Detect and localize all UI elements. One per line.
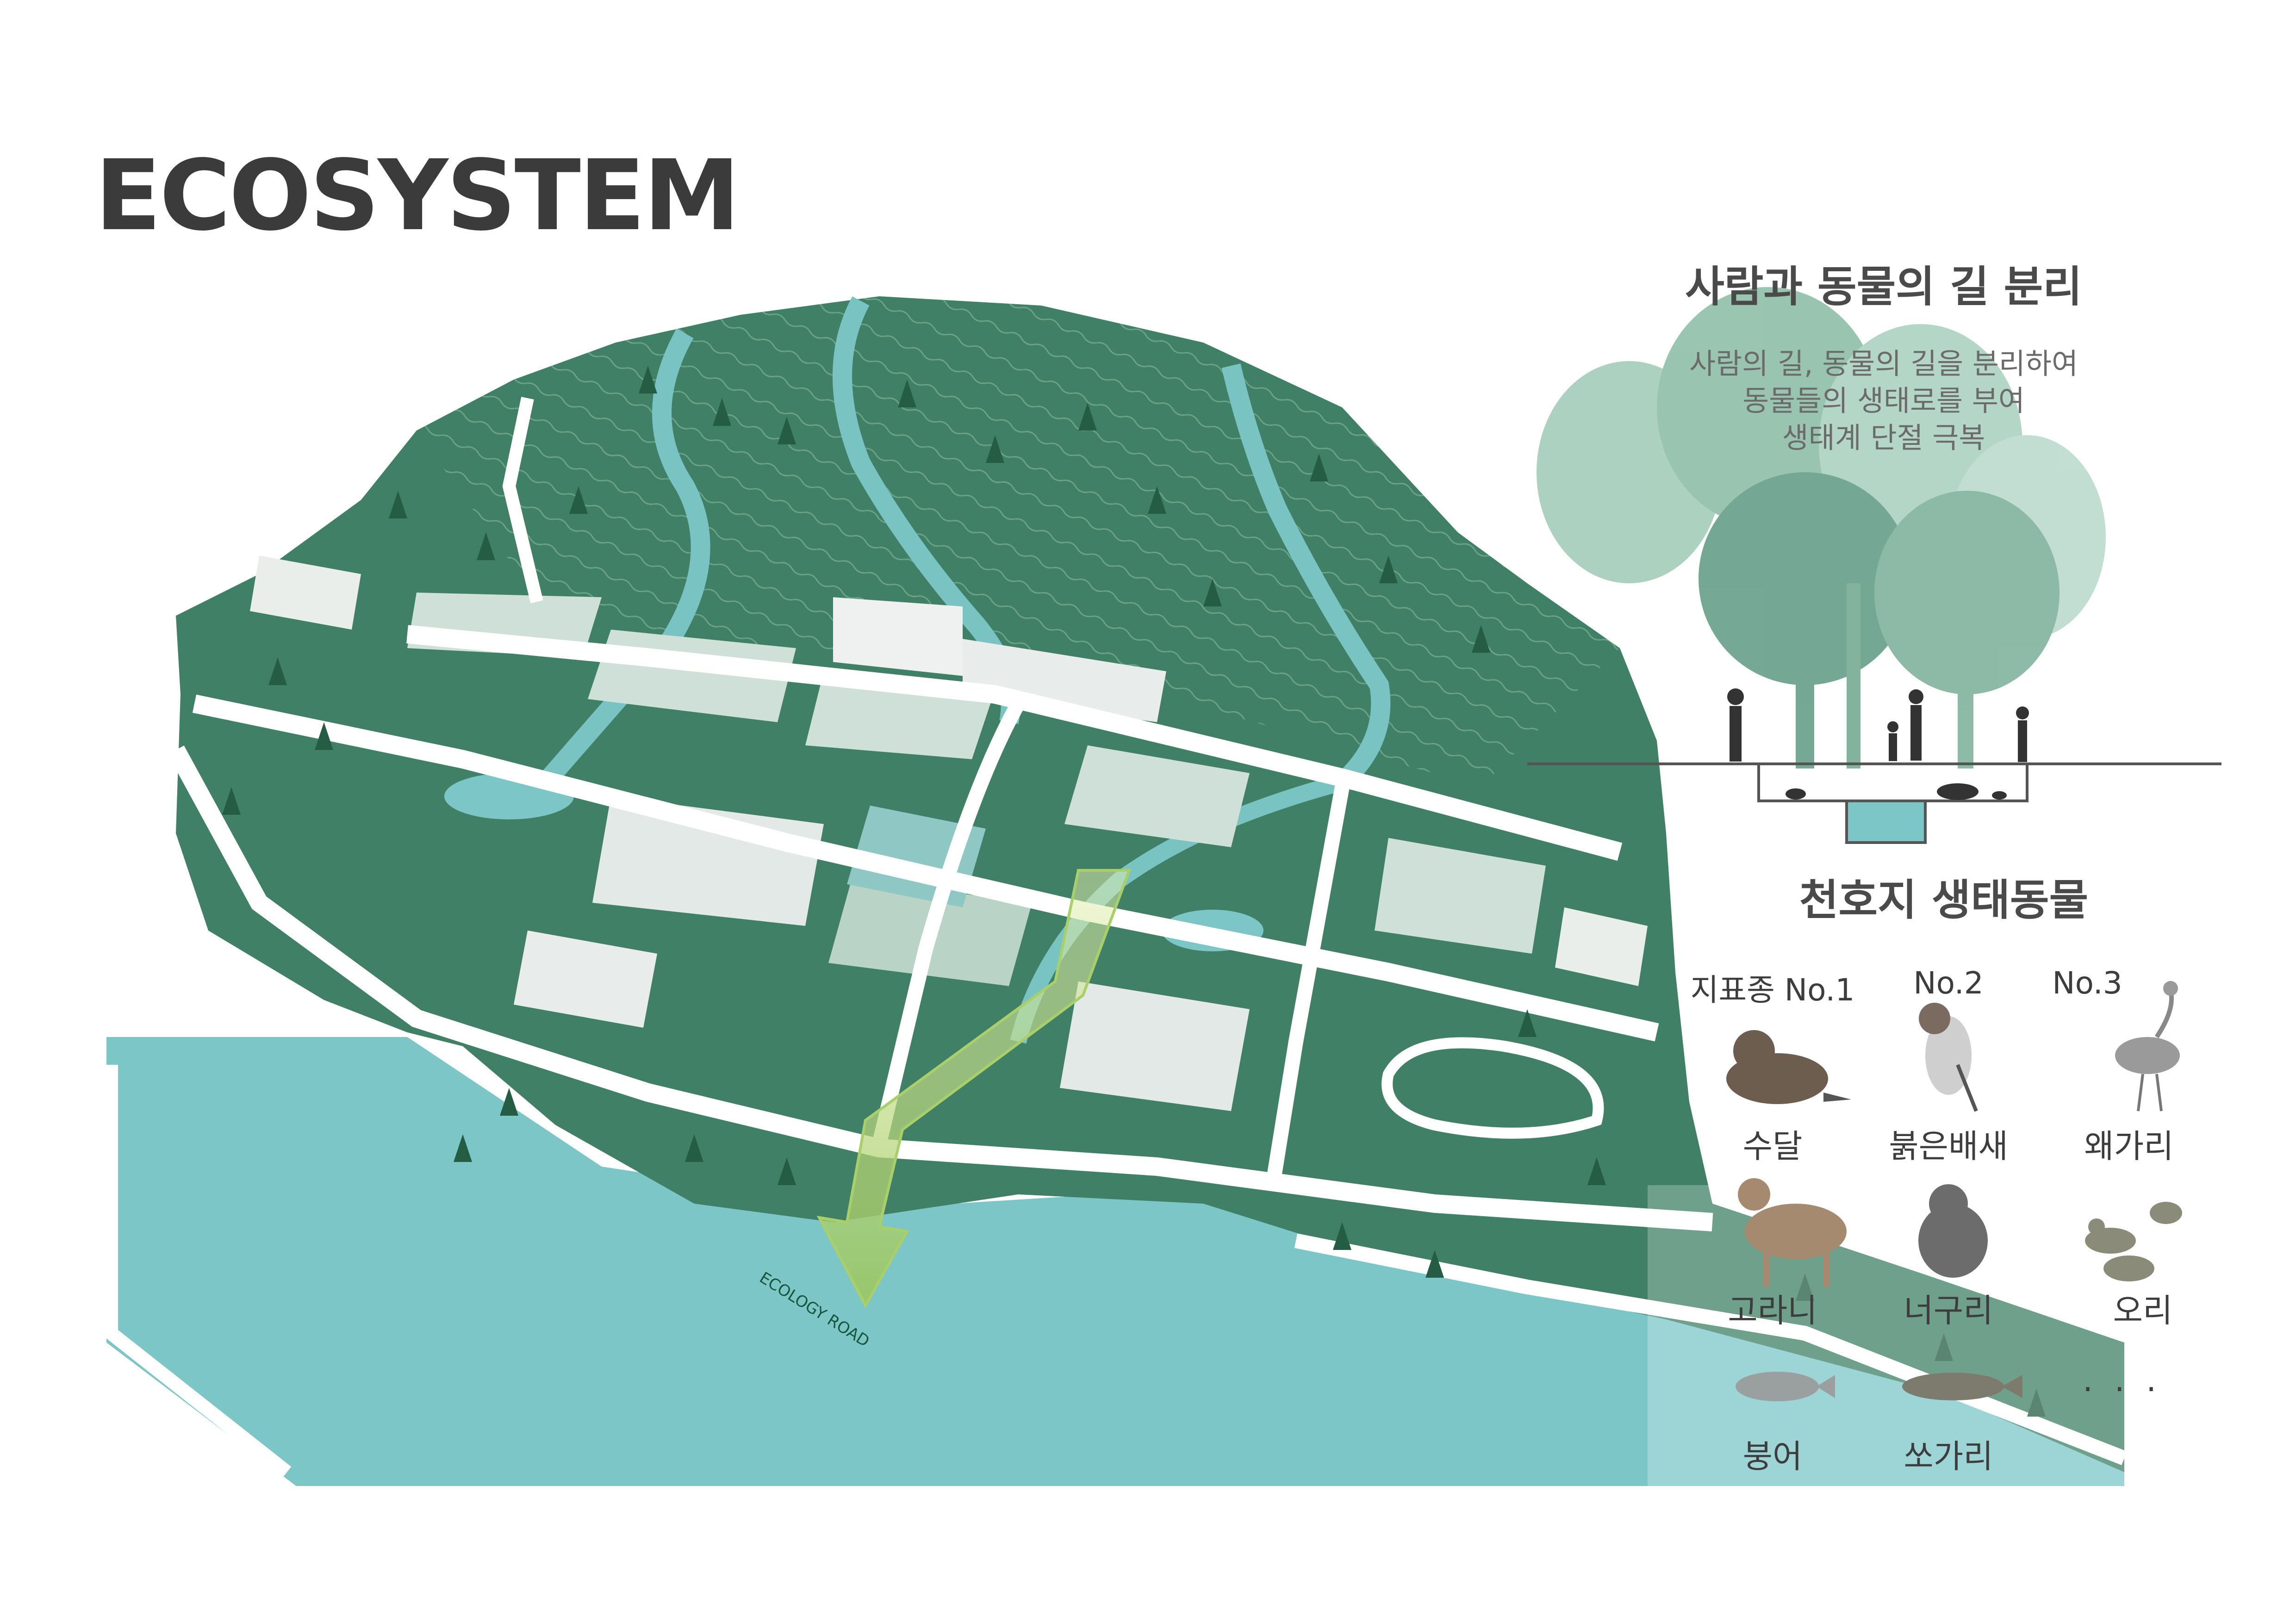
loop-trail [1381, 1037, 1604, 1139]
field-5 [1375, 838, 1546, 954]
separation-desc-line3: 생태계 단절 극복 [1782, 421, 1985, 455]
upper-road [406, 625, 1623, 861]
animal-deer-illustration [1738, 1178, 1847, 1287]
lake [106, 1037, 2124, 1486]
lake-shore-road [104, 1065, 292, 1478]
rank-label-2: No.2 [1913, 965, 1984, 1001]
underpass-water [1845, 800, 1927, 844]
animal-label-deer: 고라니 [1728, 1292, 1817, 1330]
more-animals-ellipsis: . . . [2083, 1361, 2162, 1399]
separation-desc-line1: 사람의 길, 동물의 길을 분리하여 [1689, 347, 2078, 381]
cross-road-2 [1265, 786, 1350, 1187]
animal-raccoon-illustration [1918, 1184, 1988, 1278]
building-south [1060, 981, 1250, 1111]
separation-title: 사람과 동물의 길 분리 [1685, 262, 2082, 312]
animal-mandarin-fish-illustration [1902, 1373, 2022, 1400]
tree-illustration [1537, 287, 2106, 768]
animal-label-kestrel: 붉은배새 [1889, 1127, 2008, 1165]
building-west [514, 931, 657, 1028]
separation-desc-line2: 동물들의 생태로를 부여 [1742, 384, 2025, 418]
houses-east [1555, 907, 1648, 986]
animal-label-raccoon: 너구리 [1904, 1292, 1993, 1330]
animal-duck-illustration [2085, 1202, 2182, 1281]
main-road [192, 694, 1659, 1042]
animal-label-mandarin-fish: 쏘가리 [1904, 1437, 1993, 1475]
rank-label-3: No.3 [2052, 965, 2122, 1001]
river-east [1221, 363, 1391, 790]
animal-label-carp: 붕어 [1742, 1437, 1803, 1475]
animal-heron-illustration [2115, 981, 2180, 1112]
shore-road [168, 745, 1713, 1231]
animal-label-heron: 왜가리 [2084, 1127, 2174, 1165]
animal-silhouettes [1786, 783, 2007, 800]
animal-label-otter: 수달 [1742, 1127, 1803, 1165]
animal-otter-illustration [1726, 1030, 1851, 1104]
people-silhouettes [1727, 688, 2029, 762]
animal-label-duck: 오리 [2113, 1292, 2173, 1330]
houses-west [250, 556, 361, 630]
tree-cluster [222, 366, 2046, 1417]
ecology-road-arrow [816, 869, 1132, 1309]
animal-kestrel-illustration [1919, 1003, 1978, 1112]
page-title: ECOSYSTEM [95, 139, 740, 252]
river-west [534, 328, 710, 793]
cross-road-1 [872, 700, 1025, 1145]
animal-carp-illustration [1736, 1372, 1835, 1401]
legend-overlay [1648, 1185, 2124, 1486]
rank-label-1: 지표종 No.1 [1690, 972, 1855, 1008]
mountain-road [502, 397, 543, 604]
building-main [833, 597, 963, 676]
wildlife-title: 천호지 생태동물 [1799, 875, 2089, 925]
field-4 [1064, 745, 1250, 847]
